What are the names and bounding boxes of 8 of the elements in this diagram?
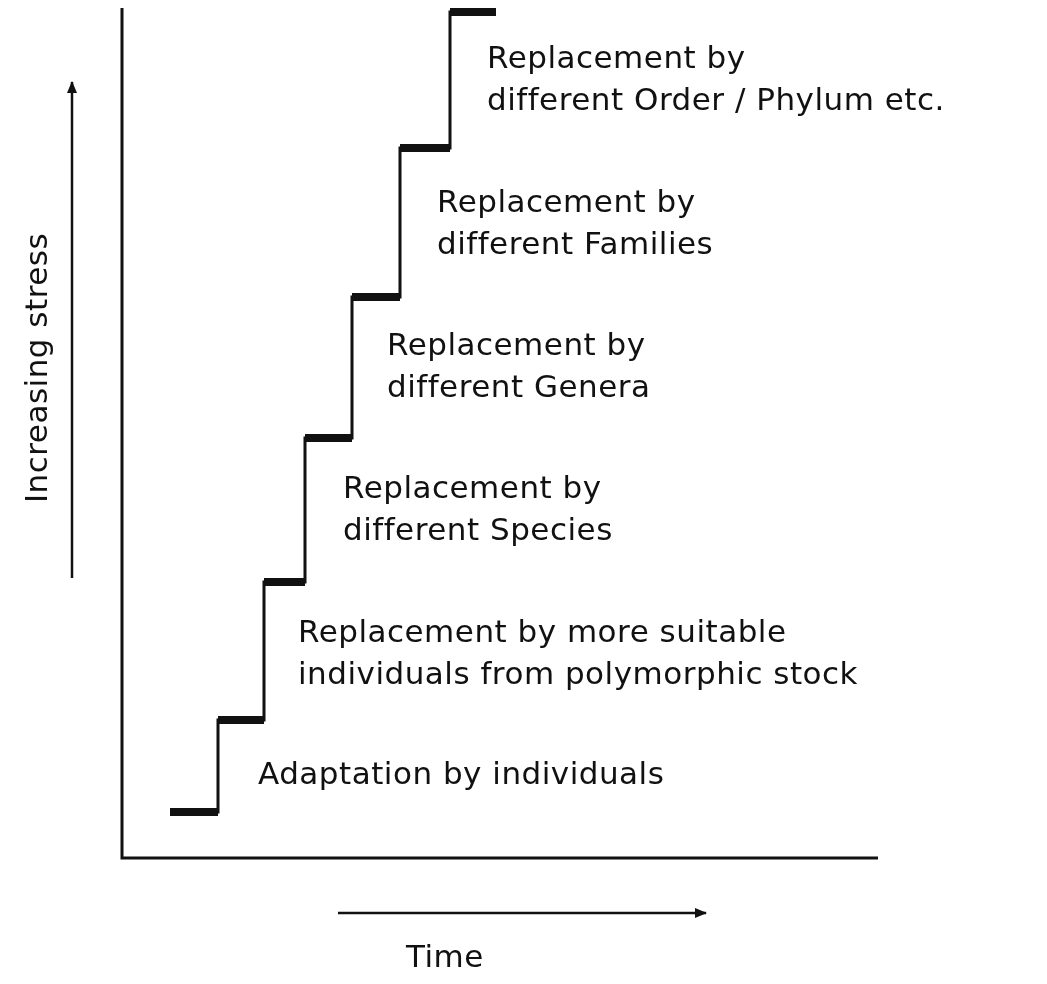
step-label: Replacement by different Order / Phylum etc. (487, 38, 945, 119)
step-label: Replacement by different Genera (387, 325, 651, 406)
step-label: Replacement by more suitable individuals from polymorphic stock (298, 612, 859, 693)
step-label: Adaptation by individuals (258, 754, 665, 793)
step-label: Replacement by different Species (343, 468, 613, 549)
step-label: Replacement by different Families (437, 182, 714, 263)
axis-title: Increasing stress (18, 232, 54, 504)
axis-title: Time (406, 938, 484, 974)
